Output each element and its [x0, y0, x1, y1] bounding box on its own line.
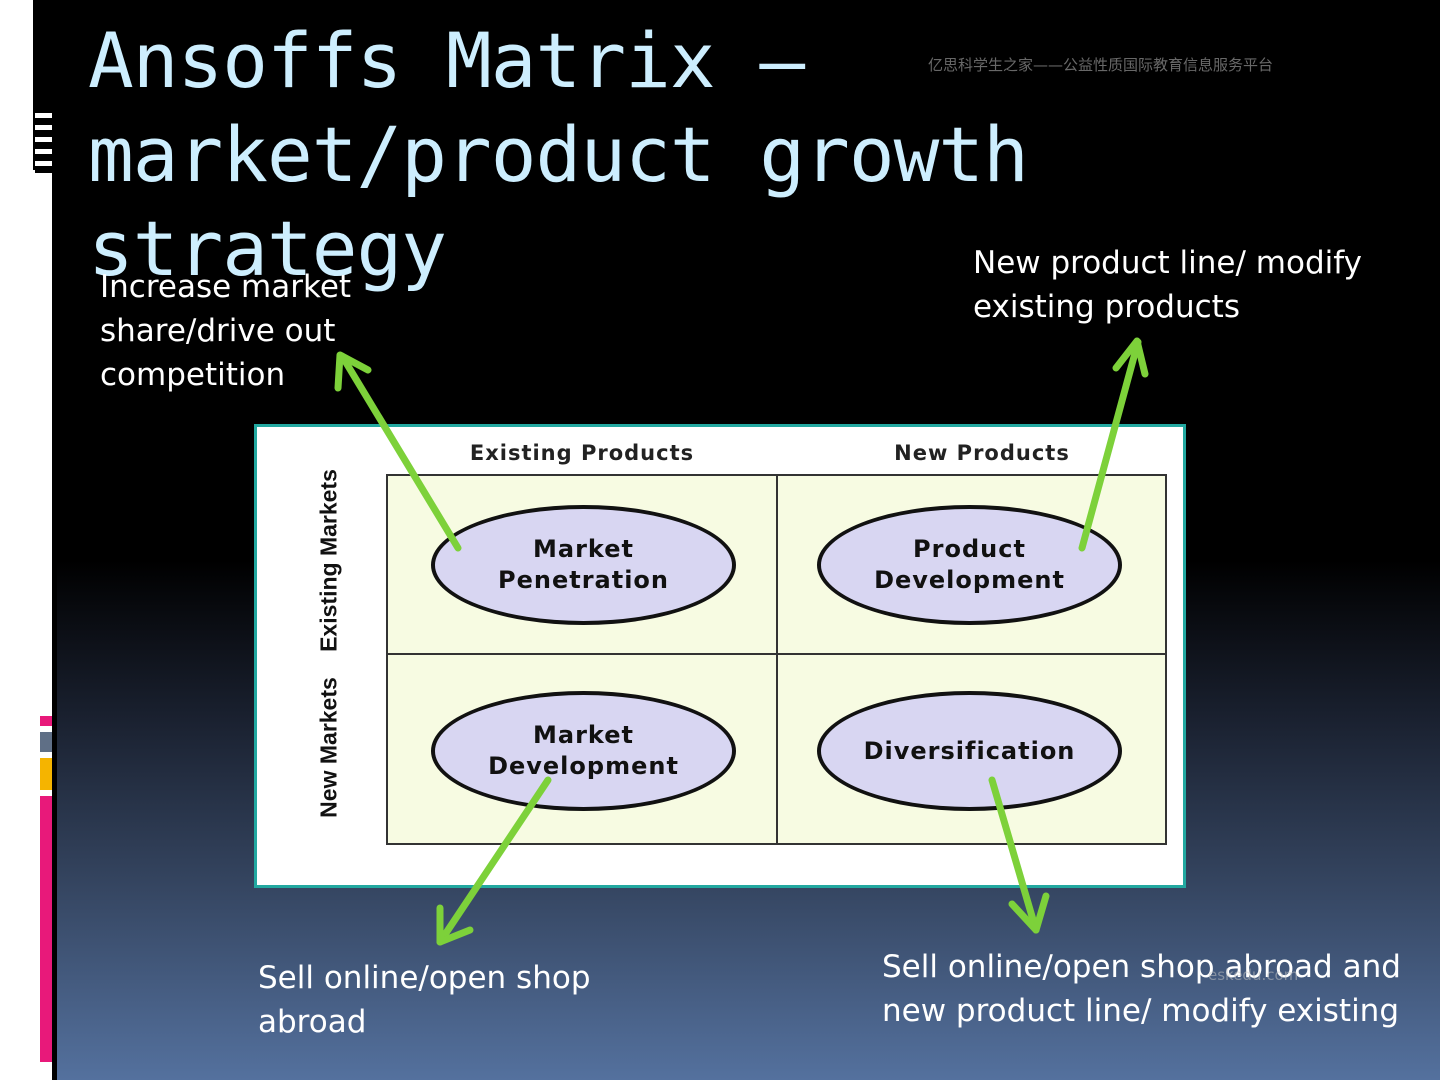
- deco-slate-bar: [40, 732, 52, 752]
- ansoff-matrix: Existing Products New Products Existing …: [254, 424, 1186, 888]
- watermark-top: 亿思科学生之家——公益性质国际教育信息服务平台: [928, 56, 1274, 74]
- ellipse-diversification: Diversification: [817, 691, 1122, 811]
- row-header-existing-markets: Existing Markets: [315, 469, 342, 652]
- col-header-new-products: New Products: [894, 441, 1070, 465]
- col-header-existing-products: Existing Products: [469, 441, 695, 465]
- ellipse-product-development: Product Development: [817, 505, 1122, 625]
- caption-market-penetration: Increase market share/drive out competit…: [100, 269, 352, 393]
- caption-diversification: Sell online/open shop abroad and new pro…: [882, 949, 1401, 1029]
- ellipse-market-penetration: Market Penetration: [431, 505, 736, 625]
- watermark-bottom: eskedu.com: [1208, 966, 1299, 984]
- slide-title: Ansoffs Matrix – market/product growth s…: [88, 16, 1029, 293]
- deco-pink-bar: [40, 716, 52, 726]
- deco-orange-bar: [40, 758, 52, 790]
- caption-market-development: Sell online/open shop abroad: [258, 960, 591, 1040]
- deco-white-line: [52, 0, 57, 1080]
- ellipse-market-development: Market Development: [431, 691, 736, 811]
- row-header-new-markets: New Markets: [315, 677, 342, 818]
- deco-pink-bar-long: [40, 796, 52, 1062]
- deco-block: [35, 106, 55, 174]
- caption-product-development: New product line/ modify existing produc…: [973, 245, 1362, 325]
